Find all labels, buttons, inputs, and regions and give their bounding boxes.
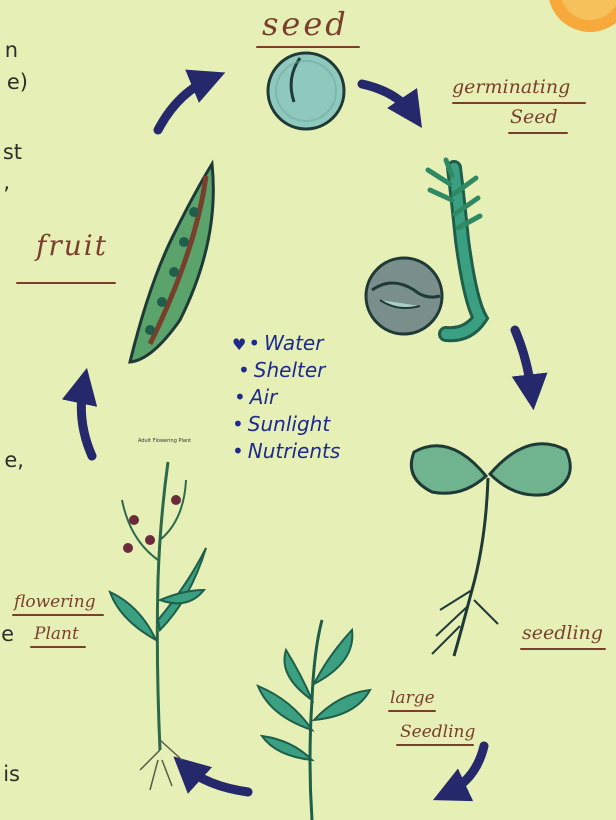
left-text-fragment: ,	[0, 172, 10, 193]
flowering-plant-drawing	[110, 462, 206, 790]
stage-label-underline	[12, 614, 104, 616]
plant-need-item: •Sunlight	[232, 411, 340, 438]
plant-needs-list: ♥•Water •Shelter •Air •Sunlight •Nutrien…	[232, 330, 340, 465]
bullet-dot: •	[234, 385, 246, 409]
plant-need-label: Air	[250, 385, 277, 409]
stage-label-flowering: flowering	[14, 594, 96, 611]
germinating-seed-drawing	[366, 160, 480, 334]
large-seedling-drawing	[258, 620, 370, 820]
plant-need-label: Nutrients	[248, 439, 341, 463]
stage-label-underline	[30, 646, 86, 648]
left-text-fragment: is	[0, 764, 20, 785]
cycle-arrow-icon	[515, 330, 532, 396]
stage-label-underline	[452, 102, 586, 104]
cycle-arrow-icon	[446, 746, 484, 794]
bullet-dot: •	[232, 439, 244, 463]
cycle-arrow-icon	[362, 84, 414, 116]
adult-plant-caption: Adult Flowering Plant	[138, 438, 191, 444]
bullet-dot: •	[232, 412, 244, 436]
heart-icon: ♥	[232, 335, 246, 354]
stage-label-underline	[388, 710, 436, 712]
bullet-dot: •	[238, 358, 250, 382]
cycle-arrow-icon	[158, 78, 212, 130]
left-text-fragment: n	[0, 40, 18, 61]
stage-label-seedling: seedling	[522, 624, 603, 643]
stage-label-flowering-plant: Plant	[34, 626, 79, 643]
sun-icon	[548, 0, 616, 32]
stage-label-large-seedling: Seedling	[400, 724, 475, 741]
cycle-arrow-icon	[81, 382, 92, 456]
bullet-dot: •	[248, 331, 260, 355]
left-text-fragment: e)	[0, 72, 28, 93]
left-text-fragment: e	[0, 624, 14, 645]
plant-need-item: •Shelter	[232, 357, 340, 384]
plant-need-label: Sunlight	[248, 412, 330, 436]
fruit-drawing	[130, 164, 213, 362]
left-text-fragment: e,	[0, 450, 24, 471]
stage-label-fruit: fruit	[36, 232, 108, 260]
left-text-fragment: st	[0, 142, 22, 163]
plant-need-label: Water	[264, 331, 323, 355]
stage-label-underline	[508, 132, 568, 134]
cycle-arrow-icon	[184, 766, 248, 792]
stage-label-germinating: germinating	[452, 78, 570, 97]
seed-drawing	[268, 53, 344, 129]
plant-need-item: ♥•Water	[232, 330, 340, 357]
stage-label-underline	[256, 46, 360, 48]
plant-need-label: Shelter	[254, 358, 326, 382]
stage-label-germinating-seed: Seed	[510, 108, 558, 127]
plant-need-item: •Air	[232, 384, 340, 411]
stage-label-large: large	[390, 690, 435, 707]
stage-label-underline	[16, 282, 116, 284]
plant-need-item: •Nutrients	[232, 438, 340, 465]
stage-label-underline	[396, 744, 474, 746]
stage-label-seed: seed	[262, 8, 349, 40]
stage-label-underline	[520, 648, 606, 650]
